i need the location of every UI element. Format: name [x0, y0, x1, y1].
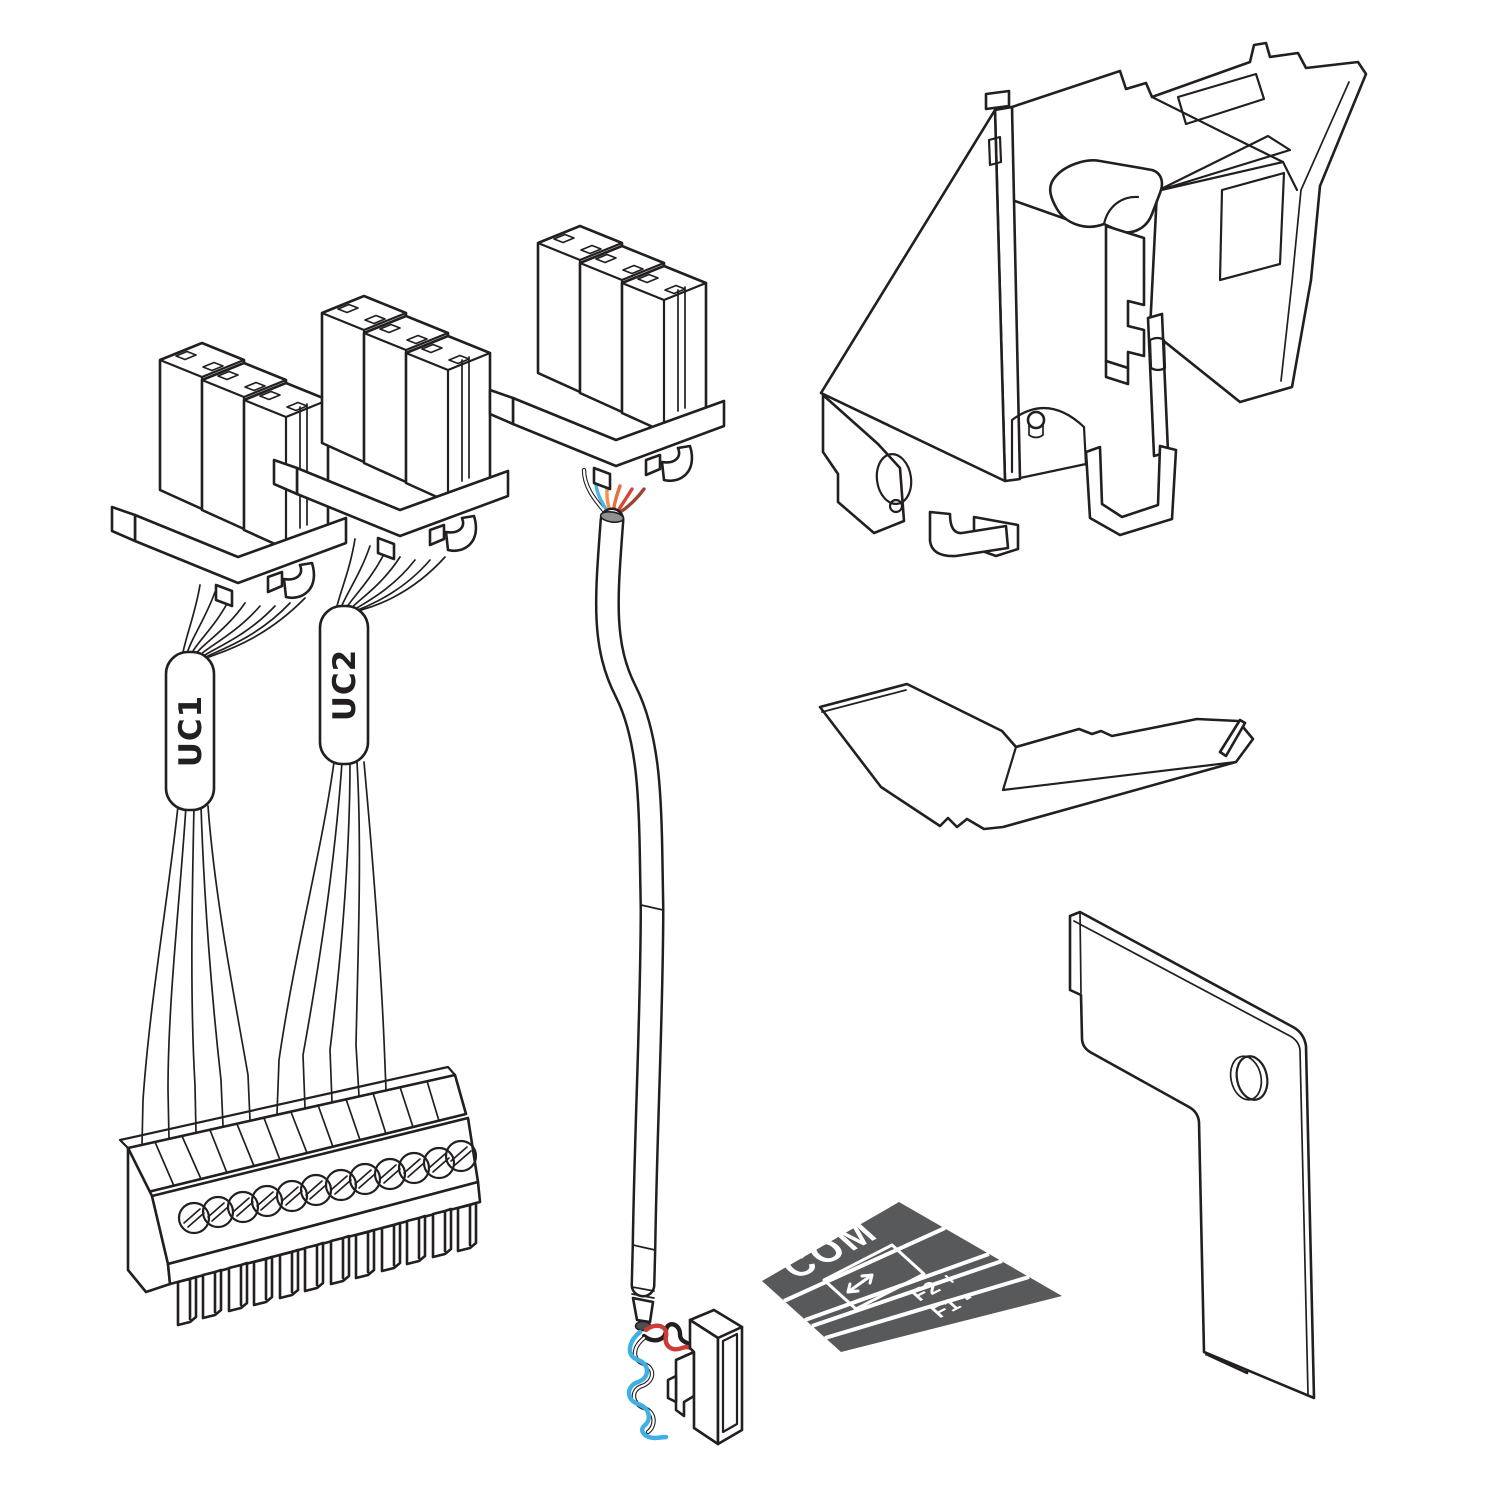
uc1-wire-bundle [141, 805, 251, 1146]
terminal-screws [177, 1139, 478, 1235]
bracket-triangle-face [819, 108, 1007, 483]
uc1-wire-fan [181, 584, 306, 658]
cable-jacket [594, 507, 665, 1298]
bracket-rivet [1026, 410, 1046, 430]
bracket-window [1218, 171, 1286, 282]
uc1-sleeve: UC1 [164, 650, 216, 812]
metal-clip-body [818, 682, 1255, 831]
cover-plate-body [1068, 910, 1316, 1400]
terminal-cell-dividers [154, 1080, 440, 1187]
insert-icon [822, 1243, 926, 1311]
twisted-pair-blue-white [626, 1329, 669, 1441]
bracket-snap-clip [1048, 159, 1164, 234]
uc1-sleeve-label: UC1 [173, 695, 209, 768]
com-cable-plug [488, 224, 726, 491]
cover-plate [1068, 910, 1316, 1400]
harness-uc1: UC1 [110, 341, 348, 1146]
bracket-body [1010, 41, 1368, 404]
terminal-pins [176, 1201, 478, 1327]
uc2-sleeve-label: UC2 [327, 649, 363, 722]
uc2-wire-bundle [276, 761, 387, 1115]
harness-uc2: UC2 [272, 294, 510, 1115]
twisted-pair-red-black [641, 1322, 697, 1359]
com-label: COM F2 + F1 - [762, 1202, 1062, 1352]
uc2-sleeve: UC2 [318, 604, 370, 766]
arrow-icon [846, 1273, 874, 1294]
bracket-top-slot [1176, 72, 1266, 126]
pigtail-connector [666, 1308, 744, 1446]
metal-clip-barb [1218, 718, 1247, 758]
com-cable [488, 224, 744, 1446]
metal-clip [818, 682, 1255, 831]
bracket-u-channel-right [1084, 444, 1178, 537]
com-label-background [762, 1202, 1062, 1352]
mounting-bracket [819, 41, 1368, 558]
terminal-block [118, 1065, 482, 1327]
ferrule [631, 1286, 655, 1332]
cable-cross-section [599, 510, 625, 524]
